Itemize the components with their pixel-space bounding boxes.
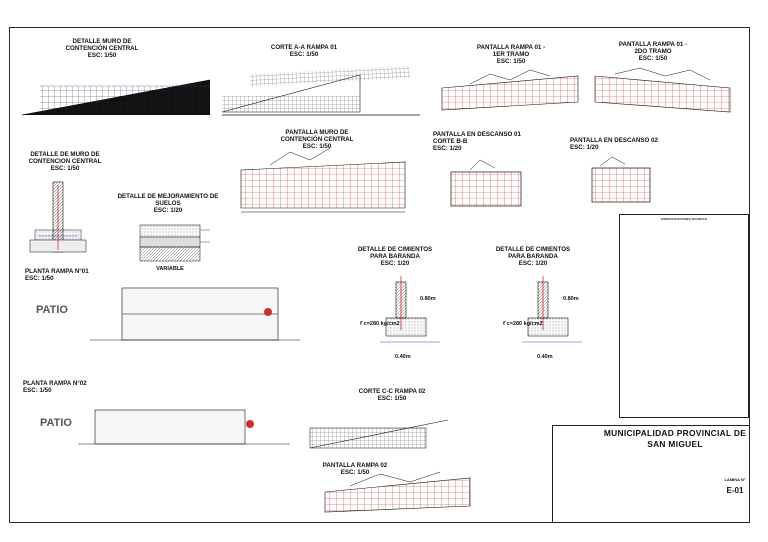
notes-header: ESPECIFICACIONES TECNICAS: [661, 217, 707, 221]
title-planta-r2: PLANTA RAMPA N°02 ESC: 1/50: [23, 380, 87, 395]
dim-label: f´c=280 kg/cm2: [360, 321, 400, 327]
pantalla-muro-central: [240, 147, 406, 213]
planta-rampa-02: [78, 409, 290, 445]
title-cimientos-1: DETALLE DE CIMIENTOS PARA BARANDA ESC: 1…: [357, 246, 433, 268]
planta-rampa-01: [90, 287, 300, 341]
muro-central-elevation: [21, 79, 211, 116]
general-notes-table: [619, 214, 749, 418]
patio-label-1: PATIO: [36, 304, 68, 316]
mejoramiento-suelos: [139, 224, 210, 262]
title-descanso-01: PANTALLA EN DESCANSO 01 CORTE B-B ESC: 1…: [433, 131, 521, 153]
title-pantalla-r1-t2: PANTALLA RAMPA 01 - 2DO TRAMO ESC: 1/50: [618, 41, 688, 63]
title-pantalla-r2: PANTALLA RAMPA 02 ESC: 1/50: [322, 462, 388, 477]
title-block: [552, 425, 750, 523]
dim-label: 0.80m: [563, 296, 579, 302]
pantalla-descanso-02: [591, 156, 651, 203]
sheet-border: [9, 27, 750, 523]
dim-label: 0.40m: [395, 354, 411, 360]
title-descanso-02: PANTALLA EN DESCANSO 02 ESC: 1/20: [570, 137, 658, 152]
title-muro-central: DETALLE MURO DE CONTENCIÓN CENTRAL ESC: …: [65, 38, 139, 60]
pantalla-r1-t1: [441, 69, 579, 111]
sheet-code: E-01: [726, 486, 744, 495]
dim-label: f´c=280 kg/cm2: [503, 321, 543, 327]
title-mejoramiento: DETALLE DE MEJORAMIENTO DE SUELOS ESC: 1…: [117, 193, 219, 215]
title-corte-cc: CORTE C-C RAMPA 02 ESC: 1/50: [358, 388, 426, 403]
cimiento-baranda-1: [380, 276, 440, 343]
varia-label: VARIABLE: [156, 266, 184, 272]
corte-aa-ramp: [221, 65, 420, 116]
title-pantalla-r1-t1: PANTALLA RAMPA 01 - 1ER TRAMO ESC: 1/50: [476, 44, 546, 66]
patio-label-2: PATIO: [40, 417, 72, 429]
dim-label: 0.40m: [537, 354, 553, 360]
title-corte-aa: CORTE A-A RAMPA 01 ESC: 1/50: [270, 44, 338, 59]
pantalla-rampa-02: [324, 471, 471, 513]
title-cimientos-2: DETALLE DE CIMIENTOS PARA BARANDA ESC: 1…: [495, 246, 571, 268]
corte-cc-ramp: [309, 419, 449, 449]
title-planta-r1: PLANTA RAMPA N°01 ESC: 1/50: [25, 268, 89, 283]
muro-section: [29, 181, 87, 253]
sheet-lamina-label: LAMINA N°: [724, 477, 746, 482]
title-pantalla-muro: PANTALLA MURO DE CONTENCIÓN CENTRAL ESC:…: [280, 129, 354, 151]
title-block-heading: MUNICIPALIDAD PROVINCIAL DE SAN MIGUEL: [603, 428, 747, 449]
cimiento-baranda-2: [522, 276, 582, 343]
pantalla-r1-t2: [594, 67, 731, 113]
dim-label: 0.80m: [420, 296, 436, 302]
pantalla-descanso-01: [450, 159, 522, 207]
title-muro-central-2: DETALLE DE MURO DE CONTENCION CENTRAL ES…: [28, 151, 102, 173]
